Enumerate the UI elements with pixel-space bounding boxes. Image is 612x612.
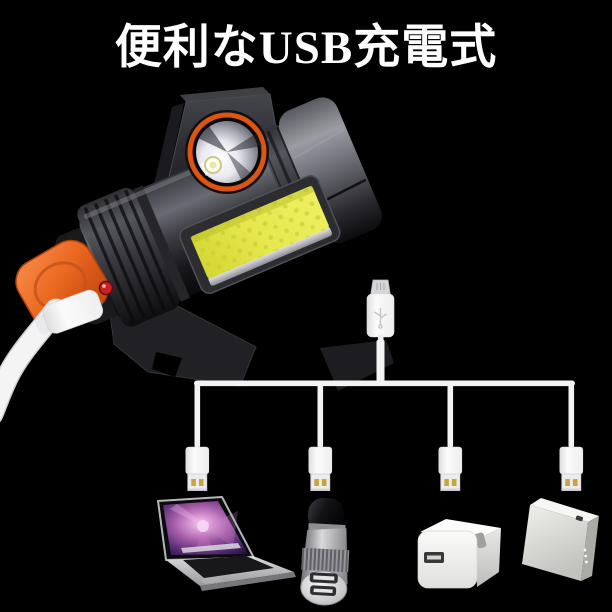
laptop-keyboard <box>183 556 274 578</box>
laptop-icon <box>157 496 296 591</box>
page-title: 便利なUSB充電式 <box>114 22 498 74</box>
car-charger-icon <box>300 497 350 606</box>
car-charger-usb-ports <box>309 572 338 596</box>
usb-wall-adapter-icon <box>417 519 501 589</box>
laptop-dock <box>181 543 241 553</box>
usb-splitter-diagram <box>185 279 584 491</box>
battery-indicator-dots <box>583 548 588 564</box>
plug-prong <box>474 532 487 549</box>
usb-a-connector-icon <box>559 446 584 491</box>
headband-mount-bracket <box>109 300 394 391</box>
usb-cable-plugged-in <box>0 289 104 423</box>
usb-a-connector-icon <box>438 446 463 491</box>
micro-usb-connector-icon <box>366 279 395 383</box>
lens-ring-orange <box>187 112 267 192</box>
usb-a-connector-icon <box>308 446 333 491</box>
headlamp-body <box>55 97 382 327</box>
knurled-ring <box>301 547 350 573</box>
usb-trident-logo <box>374 308 387 329</box>
usb-a-connectors <box>185 446 584 491</box>
power-bank-port <box>575 515 584 522</box>
ribbed-grip <box>77 188 180 327</box>
end-cap <box>278 97 382 244</box>
splitter-cable <box>194 380 575 448</box>
usb-a-connector-icon <box>185 446 210 491</box>
wall-adapter-usb-port <box>424 552 444 563</box>
red-charge-indicator <box>98 280 114 296</box>
power-bank-icon <box>522 498 599 581</box>
headlamp <box>0 87 394 423</box>
cob-led-panel <box>179 175 341 294</box>
spotlight-reflector <box>185 110 269 194</box>
